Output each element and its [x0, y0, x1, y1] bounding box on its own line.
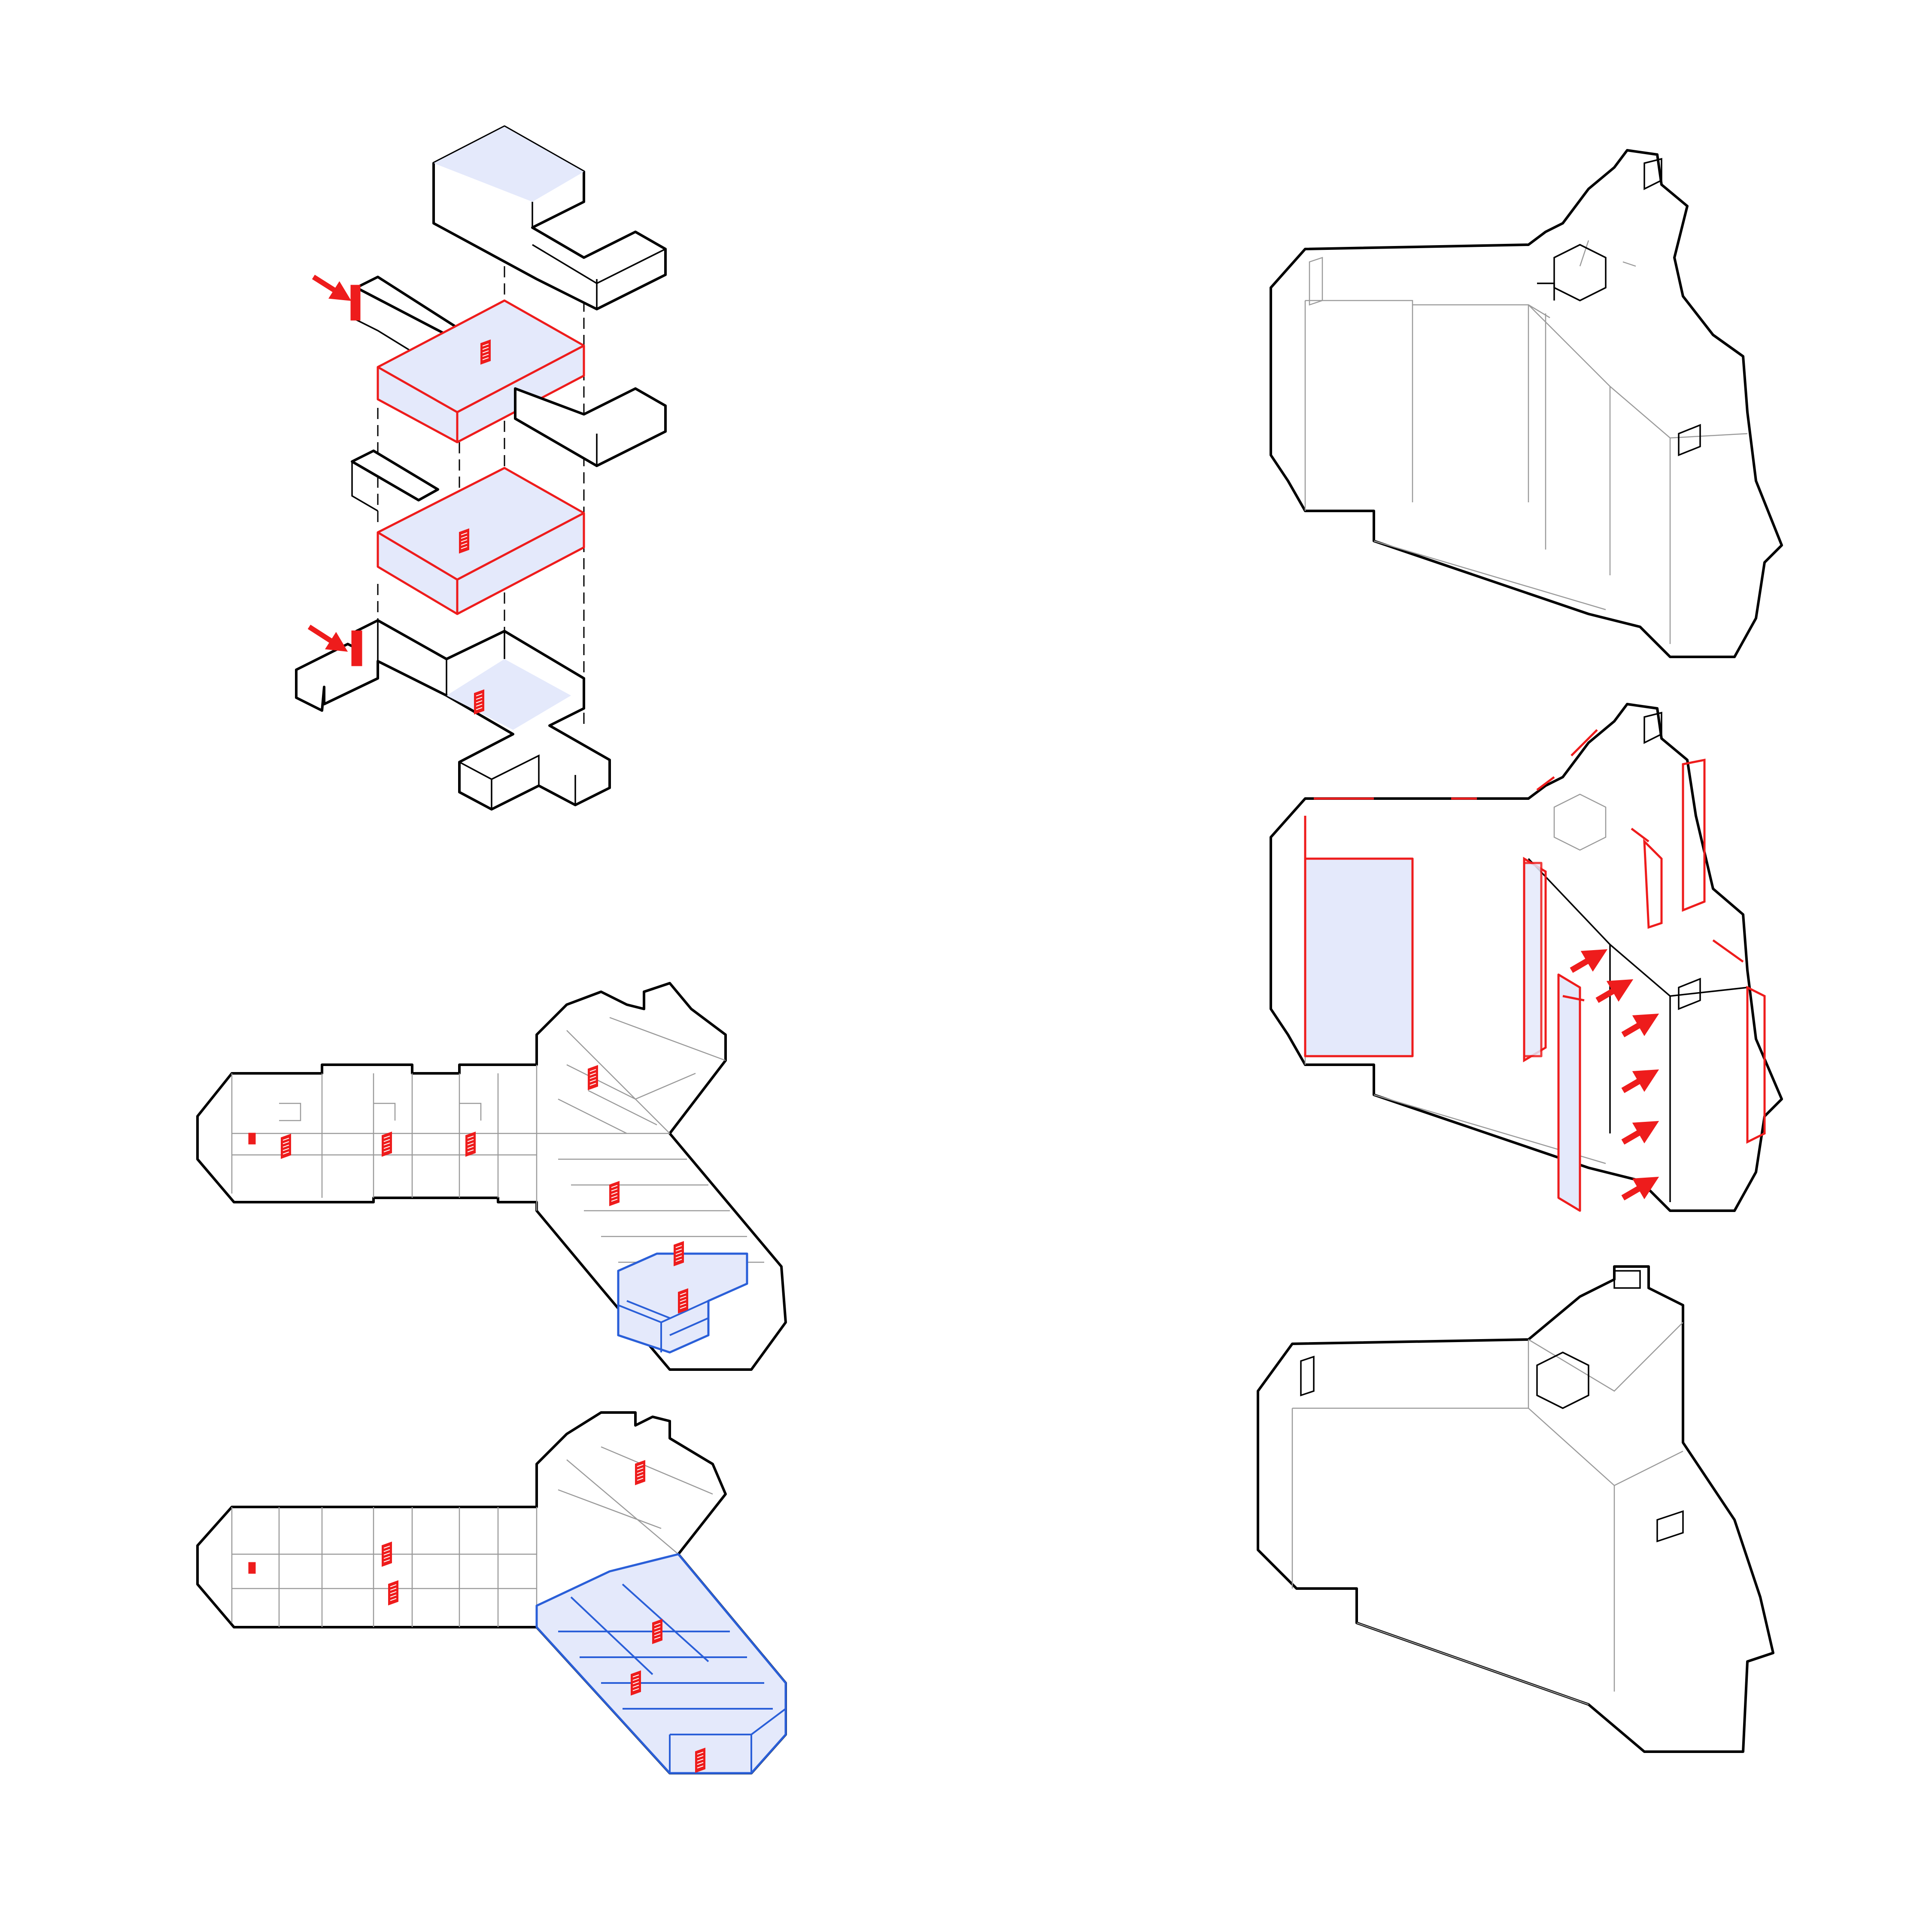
- floor-level-2: [351, 450, 585, 615]
- red-arrow-icon: [1621, 1121, 1659, 1145]
- facade-arrows: [1570, 949, 1659, 1201]
- red-arrow-icon: [1621, 1013, 1659, 1038]
- plan-view-upper: [196, 982, 787, 1371]
- red-arrow-icon: [1570, 949, 1608, 973]
- red-arrow-icon: [307, 624, 348, 652]
- red-arrow-icon: [1621, 1069, 1659, 1094]
- plan-view-lower: [196, 1411, 787, 1774]
- entry-door-panel-upper: [350, 285, 361, 321]
- red-marker-icon: [248, 1133, 256, 1145]
- exploded-floor-stack: [295, 125, 667, 811]
- red-arrow-icon: [1595, 979, 1634, 1003]
- facade-panel-center: [1523, 862, 1543, 1057]
- mass-view-plain: [1270, 149, 1783, 658]
- red-marker-icon: [248, 1562, 256, 1574]
- mass-view-roof: [1257, 1265, 1774, 1753]
- floor-level-1: [295, 619, 611, 811]
- mass-view-facade-highlight: [1270, 703, 1783, 1212]
- floor-level-4: [432, 125, 667, 310]
- entry-door-panel-lower: [351, 630, 362, 666]
- red-arrow-icon: [312, 274, 352, 301]
- floor-level-3: [312, 274, 667, 467]
- red-arrow-icon: [1621, 1176, 1659, 1201]
- facade-panel-left: [1304, 857, 1414, 1057]
